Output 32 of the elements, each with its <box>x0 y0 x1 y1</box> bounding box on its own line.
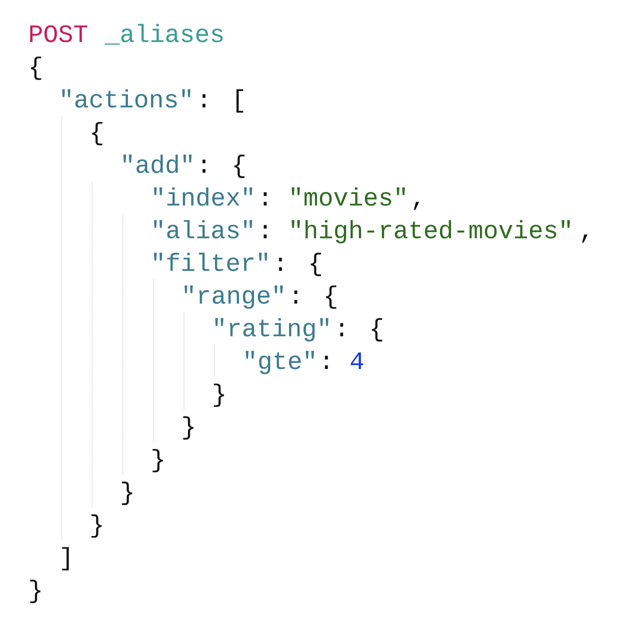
json-key: "rating" <box>215 318 328 342</box>
json-key: "filter" <box>154 252 268 272</box>
json-key: "actions" <box>62 89 190 108</box>
brace: } <box>30 580 40 604</box>
punctuation: : <box>264 192 267 206</box>
endpoint-path: _aliases <box>104 24 223 45</box>
punctuation: : <box>264 225 267 238</box>
brace: } <box>214 384 224 407</box>
punctuation: : { <box>340 318 382 342</box>
brace: } <box>91 514 102 538</box>
brace: } <box>152 448 163 472</box>
json-string: "movies" <box>292 187 405 206</box>
punctuation: , <box>414 202 420 210</box>
punctuation: : { <box>279 252 321 276</box>
punctuation: : { <box>294 285 336 309</box>
punctuation: , <box>582 234 588 243</box>
json-key: "index" <box>154 187 252 206</box>
bracket: ] <box>62 547 69 570</box>
json-key: "alias" <box>154 220 252 238</box>
json-key: "gte" <box>246 350 314 374</box>
http-method: POST <box>30 25 88 42</box>
brace: { <box>92 122 102 146</box>
punctuation: : <box>324 356 328 369</box>
json-number: 4 <box>350 352 364 369</box>
json-key: "range" <box>184 285 283 309</box>
json-string: "high-rated-movies" <box>292 220 570 244</box>
brace: } <box>183 416 194 440</box>
brace: { <box>30 56 42 80</box>
brace: } <box>122 482 132 505</box>
punctuation: : { <box>202 154 244 178</box>
json-key: "add" <box>123 154 192 174</box>
punctuation: : [ <box>202 89 244 113</box>
